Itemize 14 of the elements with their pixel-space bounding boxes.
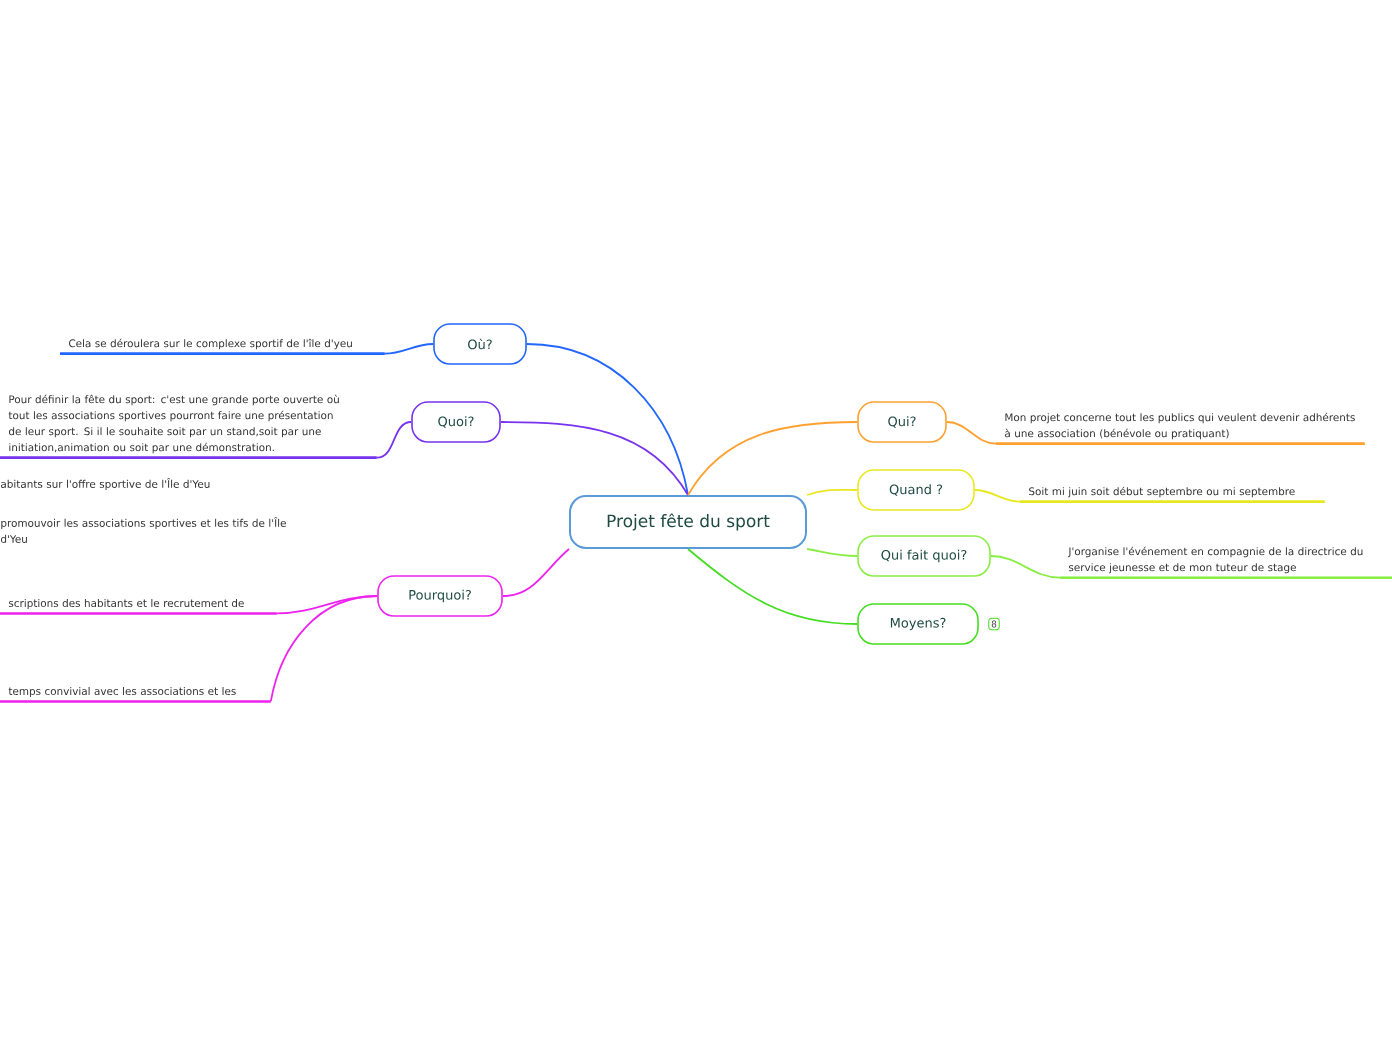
central-topic-box: Projet fête du sport bbox=[569, 495, 807, 549]
branch-line bbox=[269, 595, 379, 703]
branch-line bbox=[687, 548, 859, 625]
branch-line bbox=[973, 489, 1021, 503]
branch-line bbox=[806, 488, 859, 496]
branch-line bbox=[499, 421, 689, 496]
branch-line bbox=[501, 548, 570, 597]
branch-line bbox=[806, 548, 859, 557]
branch-line bbox=[945, 421, 997, 445]
branch-line bbox=[525, 343, 689, 496]
branch-line bbox=[375, 421, 413, 459]
branch-line bbox=[687, 421, 859, 496]
branch-line bbox=[383, 343, 435, 355]
branch-line bbox=[989, 555, 1061, 579]
